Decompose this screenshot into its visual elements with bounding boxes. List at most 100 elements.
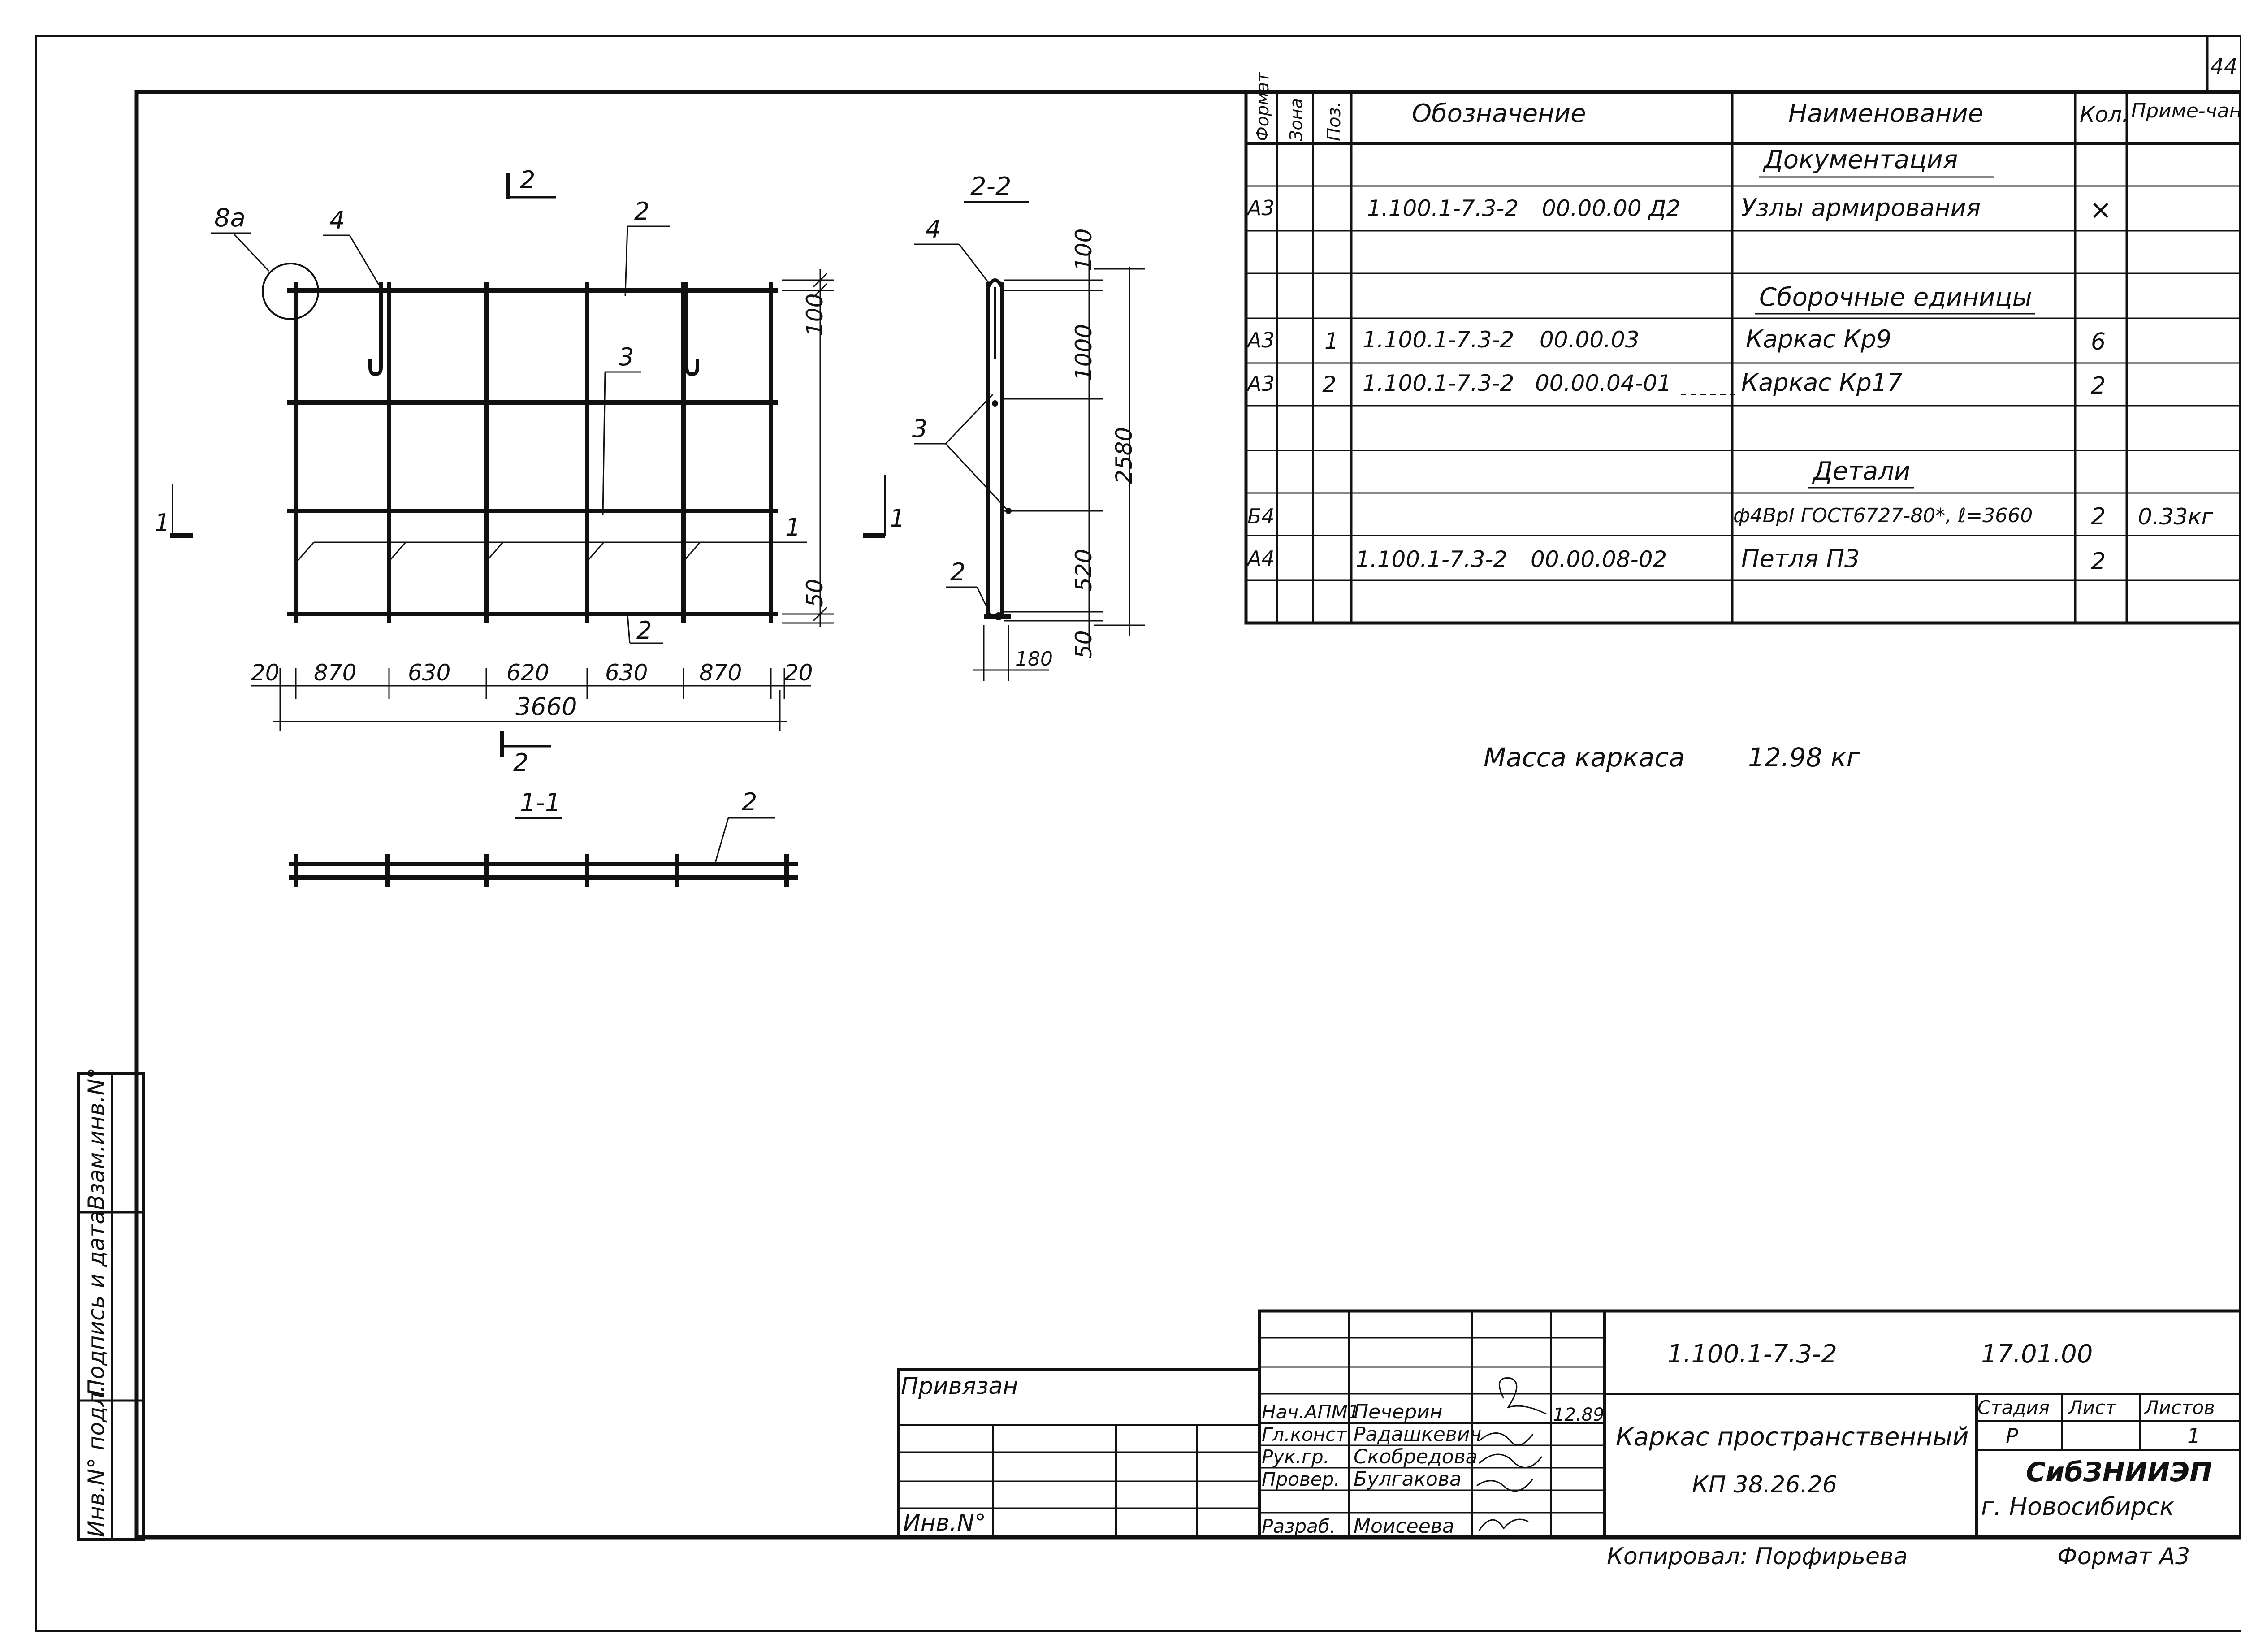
doc-num: 17.01.00 [1981, 1340, 2093, 1369]
header-zone: Зона [1286, 98, 1306, 141]
row-qty: 2 [2091, 503, 2106, 530]
person-name: Скобредова [1354, 1445, 1478, 1468]
dim-100: 100 [1071, 229, 1097, 271]
row-qty: 2 [2091, 548, 2106, 575]
side-stamp: Инв.N° подл. Подпись и дата Взам.инв.N° [77, 1068, 145, 1541]
person-name: Моисеева [1354, 1515, 1454, 1538]
role: Провер. [1262, 1468, 1340, 1490]
dim-bottom: 630 [605, 660, 648, 686]
row-code: 00.00.04-01 [1535, 370, 1671, 396]
dim-180: 180 [1015, 648, 1053, 670]
plan-pos-2-bottom: 2 [636, 616, 652, 644]
sheet-number: 44 [2210, 54, 2237, 79]
section-22-side-mark: 1 [890, 504, 905, 532]
table-row: А3 2 1.100.1-7.3-2 00.00.04-01 Каркас Кр… [1246, 368, 2106, 399]
section-22-pos-3: 3 [912, 415, 927, 443]
dim-bottom: 870 [699, 660, 742, 686]
section-mark-top: 2 [520, 166, 535, 194]
row-name: Детали [1812, 457, 1910, 486]
plan-pos-2-top: 2 [634, 197, 649, 225]
side-inv-podl: Инв.N° подл. [83, 1385, 109, 1537]
row-format: А3 [1246, 196, 1275, 220]
section-1-1: 1-1 2 [289, 788, 798, 887]
bottom-dimension-chain: 20 870 630 620 630 870 20 3660 [251, 660, 813, 731]
section-2-2: 2-2 4 3 2 1 100 1000 [863, 172, 1145, 681]
row-designation: 1.100.1-7.3-2 [1363, 327, 1514, 353]
role: Рук.гр. [1262, 1446, 1329, 1468]
dim-bottom: 630 [408, 660, 450, 686]
row-name: Документация [1762, 145, 1958, 174]
row-name: Узлы армирования [1741, 194, 1981, 222]
section-22-pos-4: 4 [926, 215, 941, 243]
row-note: 0.33кг [2138, 504, 2214, 530]
plan-side-mark: 1 [155, 509, 170, 537]
section-22-pos-2: 2 [950, 558, 965, 586]
org-city: г. Новосибирск [1981, 1492, 2174, 1521]
sheets-header: Листов [2144, 1397, 2215, 1418]
side-podpis: Подпись и дата [83, 1211, 109, 1396]
stage-header: Стадия [1977, 1397, 2050, 1418]
row-pos: 2 [1322, 372, 1337, 398]
person-name: Радашкевич [1354, 1423, 1481, 1446]
table-row: А3 1.100.1-7.3-2 00.00.00 Д2 Узлы армиро… [1246, 194, 2112, 225]
person-name: Печерин [1354, 1401, 1443, 1423]
sheets-value: 1 [2187, 1424, 2200, 1448]
table-row: Детали [1808, 457, 1914, 489]
row-format: Б4 [1247, 504, 1275, 528]
mass-value: 12.98 кг [1748, 742, 1860, 773]
section-11-pos-2: 2 [742, 788, 757, 816]
stage-value: Р [2006, 1424, 2018, 1448]
copied-by: Копировал: Порфирьева [1607, 1543, 1908, 1570]
dim-right-50: 50 [802, 579, 828, 607]
dim-right-100: 100 [802, 294, 828, 336]
table-row: Документация [1759, 145, 1994, 178]
plan-pos-1: 1 [785, 513, 800, 541]
row-designation: 1.100.1-7.3-2 [1367, 195, 1519, 221]
mass-note: Масса каркаса 12.98 кг [1484, 742, 1860, 773]
row-code: 00.00.00 Д2 [1542, 195, 1680, 221]
table-row-lines [1246, 185, 2241, 581]
format-label: Формат А3 [2057, 1543, 2190, 1570]
dim-total: 3660 [515, 692, 577, 721]
row-code: 00.00.03 [1540, 327, 1640, 353]
section-11-title: 1-1 [520, 788, 561, 817]
row-name: Каркас Кр9 [1746, 325, 1891, 353]
doc-code: 1.100.1-7.3-2 [1667, 1340, 1837, 1369]
header-pos: Поз. [1324, 101, 1345, 141]
row-pos: 1 [1324, 328, 1339, 354]
plan-pos-4: 4 [329, 206, 345, 234]
callout-8a: 8а [214, 203, 246, 233]
person-name: Булгакова [1354, 1468, 1462, 1491]
role: Разраб. [1262, 1515, 1336, 1537]
dim-bottom: 620 [506, 660, 549, 686]
section-mark-bottom: 2 [513, 748, 528, 777]
doc-subtitle: КП 38.26.26 [1692, 1471, 1837, 1498]
header-format: Формат [1253, 71, 1272, 141]
table-row: Б4 ф4ВрI ГОСТ6727-80*, ℓ=3660 2 0.33кг [1247, 503, 2214, 530]
mass-label: Масса каркаса [1484, 742, 1685, 773]
side-vzam: Взам.инв.N° [83, 1068, 109, 1210]
dim-bottom: 20 [784, 660, 813, 686]
privyazan: Привязан [901, 1373, 1018, 1400]
row-name: Сборочные единицы [1759, 283, 2032, 312]
sheet-header: Лист [2068, 1397, 2117, 1418]
header-name: Наименование [1788, 99, 1983, 128]
plan-pos-3: 3 [619, 343, 634, 371]
inv-no: Инв.N° [903, 1509, 986, 1536]
row-format: А4 [1246, 546, 1275, 571]
role: Гл.конст. [1262, 1423, 1353, 1445]
role: Нач.АПМ1 [1262, 1401, 1360, 1423]
row-designation: 1.100.1-7.3-2 [1363, 370, 1514, 396]
table-row: А4 1.100.1-7.3-2 00.00.08-02 Петля П3 2 [1246, 545, 2106, 575]
plan-view: 8а 4 2 3 1 2 2 2 1 [155, 166, 834, 777]
section-22-title: 2-2 [970, 172, 1011, 201]
dim-520: 520 [1071, 549, 1097, 592]
org-name: СибЗНИИЭП [2026, 1457, 2212, 1488]
dim-50: 50 [1071, 630, 1097, 659]
row-name: Каркас Кр17 [1741, 368, 1903, 397]
table-row: Сборочные единицы [1755, 283, 2035, 315]
table-row: А3 1 1.100.1-7.3-2 00.00.03 Каркас Кр9 6 [1246, 325, 2106, 355]
outer-frame [35, 35, 2241, 1632]
doc-title: Каркас пространственный [1616, 1423, 1968, 1452]
date: 12.89 [1553, 1405, 1605, 1425]
